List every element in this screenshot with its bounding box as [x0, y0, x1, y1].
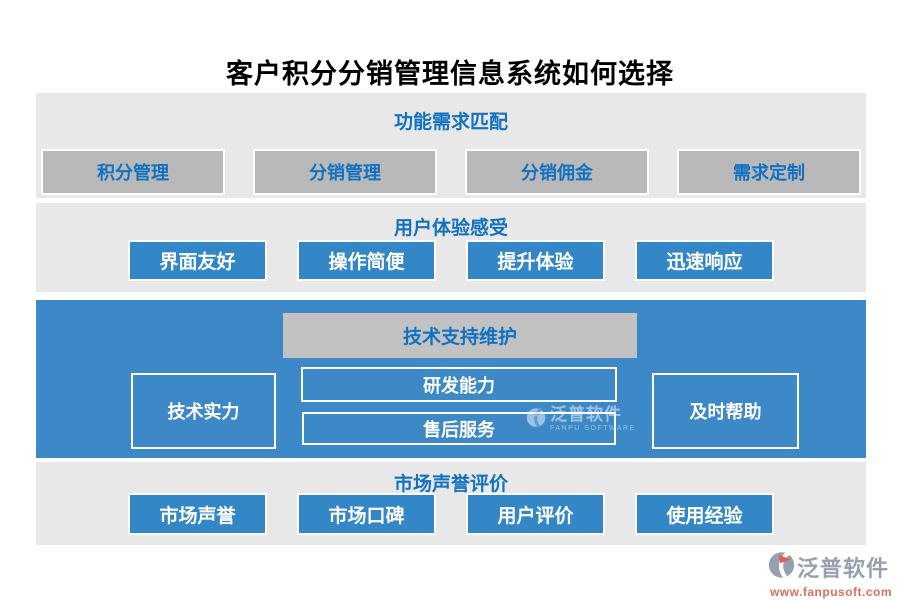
box-usage-experience: 使用经验 — [635, 493, 774, 535]
box-fast-response: 迅速响应 — [635, 240, 774, 281]
section-header-technical-support: 技术支持维护 — [283, 313, 637, 358]
function-boxes-row: 积分管理 分销管理 分销佣金 需求定制 — [41, 149, 861, 195]
section-market-reputation: 市场声誉评价 市场声誉 市场口碑 用户评价 使用经验 — [36, 462, 866, 545]
section-header-user-experience: 用户体验感受 — [393, 218, 508, 239]
box-technical-strength: 技术实力 — [131, 373, 276, 449]
box-easy-operation: 操作简便 — [297, 240, 436, 281]
box-after-sales-service: 售后服务 — [302, 412, 616, 445]
section-function-requirements: 功能需求匹配 积分管理 分销管理 分销佣金 需求定制 — [36, 93, 866, 198]
section-user-experience: 用户体验感受 界面友好 操作简便 提升体验 迅速响应 — [36, 203, 866, 292]
fanpu-logo-name: 泛普软件 — [797, 555, 890, 581]
section-header-function-requirements: 功能需求匹配 — [393, 112, 508, 133]
box-rd-capability: 研发能力 — [301, 367, 617, 402]
section-header-market-reputation: 市场声誉评价 — [393, 474, 508, 495]
box-distribution-management: 分销管理 — [253, 149, 437, 195]
experience-boxes-row: 界面友好 操作简便 提升体验 迅速响应 — [36, 240, 866, 281]
box-market-word-of-mouth: 市场口碑 — [297, 493, 436, 535]
fanpu-logo-icon — [768, 549, 795, 584]
market-boxes-row: 市场声誉 市场口碑 用户评价 使用经验 — [36, 493, 866, 535]
box-timely-help: 及时帮助 — [652, 373, 799, 449]
box-friendly-interface: 界面友好 — [128, 240, 267, 281]
box-distribution-commission: 分销佣金 — [465, 149, 649, 195]
section-technical-support: 技术支持维护 技术实力 研发能力 售后服务 及时帮助 泛普软件 FANPU SO… — [36, 300, 866, 458]
box-user-reviews: 用户评价 — [466, 493, 605, 535]
page-title: 客户积分分销管理信息系统如何选择 — [226, 59, 674, 89]
box-improved-experience: 提升体验 — [466, 240, 605, 281]
box-market-reputation: 市场声誉 — [128, 493, 267, 535]
fanpu-logo: 泛普软件 www.fanpusoft.com — [768, 549, 894, 599]
box-points-management: 积分管理 — [41, 149, 225, 195]
box-custom-requirements: 需求定制 — [677, 149, 861, 195]
fanpu-logo-url: www.fanpusoft.com — [769, 585, 893, 599]
